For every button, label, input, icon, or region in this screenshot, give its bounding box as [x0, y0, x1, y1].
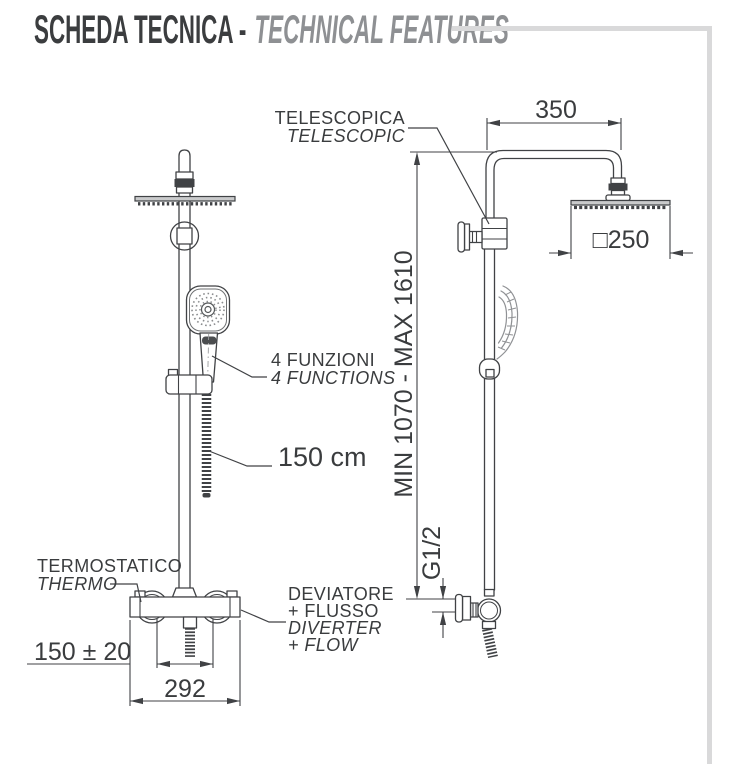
label-diverter-en2: + FLOW: [288, 635, 360, 655]
shower-arm: [485, 149, 623, 226]
dim-arm-projection-text: 350: [535, 96, 577, 124]
label-telescopic-it: TELESCOPICA: [275, 108, 405, 128]
arm-connector-front: [174, 171, 195, 194]
telescopic-knob: [457, 217, 508, 253]
label-diverter-it2: + FLUSSO: [288, 601, 379, 621]
dimension-body-width: 292: [129, 620, 241, 706]
label-diverter-en1: DIVERTER: [288, 618, 382, 638]
label-4-functions-en: 4 FUNCTIONS: [271, 368, 395, 388]
valve-hose: [482, 627, 498, 659]
function-button: [202, 336, 217, 345]
label-telescopic-en: TELESCOPIC: [287, 126, 406, 146]
hand-shower-side: [496, 285, 519, 360]
rain-shower-head-side: [570, 199, 671, 210]
slider-clamp-front: [165, 368, 213, 395]
dimension-arm-projection: 350: [486, 96, 622, 150]
frame-line-vertical: [707, 26, 712, 764]
front-view: 150 ± 20 292 4 FUNZIONI 4 FUNCTIONS 150 …: [27, 149, 395, 706]
label-hose-length-text: 150 cm: [278, 442, 367, 472]
dim-inlet-distance-text: 150 ± 20: [34, 638, 131, 666]
label-thermostatic-it: TERMOSTATICO: [37, 556, 182, 576]
hand-shower-handle: [199, 332, 219, 383]
column-pole-front: [178, 149, 191, 599]
label-hose-length: 150 cm: [208, 442, 367, 472]
dim-head-size-text: □250: [593, 226, 650, 254]
shower-hose-front: [201, 394, 212, 498]
outlet-connector: [182, 616, 198, 629]
dimension-height-range: MIN 1070 - MAX 1610: [390, 151, 497, 600]
arm-nut: [605, 177, 631, 202]
label-diverter-it1: DEVIATORE: [288, 584, 394, 604]
rain-shower-head-front: [134, 195, 236, 206]
page-title-primary: SCHEDA TECNICA -: [34, 8, 247, 52]
hand-shower-front: [185, 285, 231, 397]
label-thermostatic: TERMOSTATICO THERMO: [37, 556, 182, 603]
label-4-functions: 4 FUNZIONI 4 FUNCTIONS: [211, 350, 395, 388]
diverter-valve: [454, 588, 502, 659]
thermostatic-mixer: [129, 587, 241, 658]
label-thermostatic-en: THERMO: [37, 574, 117, 594]
dim-body-width-text: 292: [164, 675, 206, 703]
frame-line-horizontal: [452, 26, 711, 31]
hand-shower-holder-side: [478, 358, 501, 380]
side-view: MIN 1070 - MAX 1610 G1/2: [275, 96, 693, 659]
label-4-functions-it: 4 FUNZIONI: [271, 350, 375, 370]
dim-thread-text: G1/2: [418, 526, 446, 580]
telescopic-collar-front: [169, 221, 200, 251]
dimension-head-size: □250: [549, 206, 693, 259]
mixer-body: [129, 596, 241, 618]
label-diverter: DEVIATORE + FLUSSO DIVERTER + FLOW: [240, 584, 394, 655]
dimension-thread: G1/2: [418, 526, 460, 638]
column-pole-side: [483, 248, 496, 591]
label-telescopic: TELESCOPICA TELESCOPIC: [275, 108, 490, 225]
dimension-inlet-distance: 150 ± 20: [27, 619, 214, 668]
dim-height-range-text: MIN 1070 - MAX 1610: [390, 250, 418, 497]
